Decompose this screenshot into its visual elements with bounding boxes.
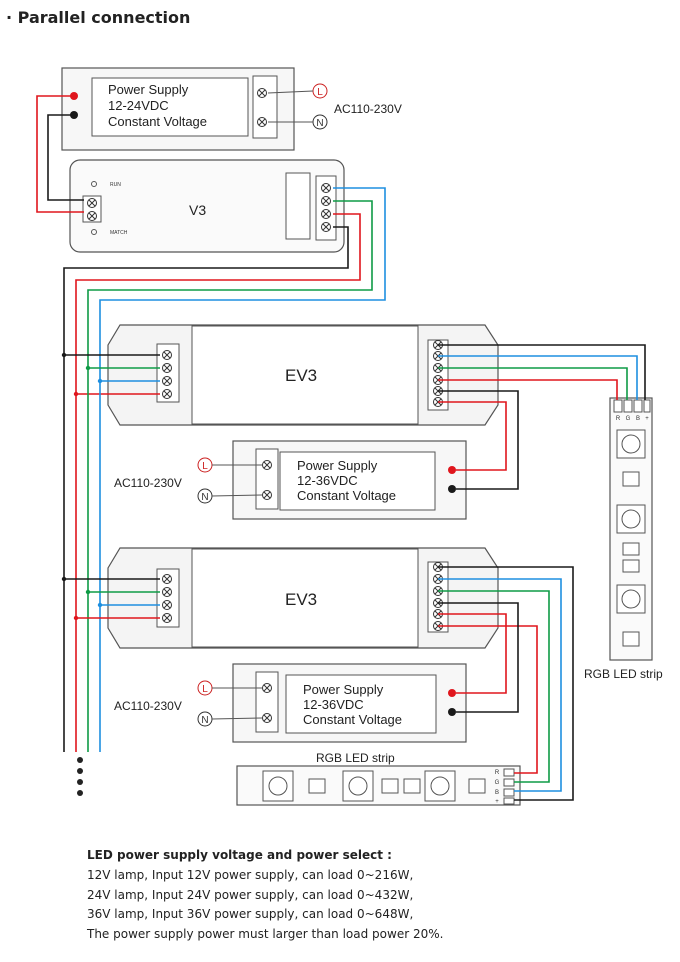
ev3-1-name: EV3 [285,366,317,385]
v3-name: V3 [189,202,206,218]
notes-line-3: 36V lamp, Input 36V power supply, can lo… [87,907,414,921]
ev3-receiver-2: EV3 [107,547,499,649]
psu-top-ac-label: AC110-230V [334,102,402,116]
power-supply-top: Power Supply 12-24VDC Constant Voltage A… [61,67,402,151]
psu-top-line-3: Constant Voltage [108,114,207,129]
strip-right-pin-plus: + [645,416,649,422]
strip-bottom-pin-r: R [495,770,500,776]
strip-bottom-pin-plus: + [495,799,499,805]
psu-low-l-label: L [202,684,208,695]
rgb-led-strip-right: R G B + RGB LED strip [584,397,663,681]
psu-mid-line-1: Power Supply [297,458,378,473]
strip-right-pin-g: G [626,416,631,422]
psu-mid-line-2: 12-36VDC [297,473,358,488]
ev3-2-name: EV3 [285,590,317,609]
strip-bottom-label: RGB LED strip [316,751,395,765]
psu-low-line-1: Power Supply [303,682,384,697]
power-supply-mid: Power Supply 12-36VDC Constant Voltage A… [114,440,467,520]
notes-line-4: The power supply power must larger than … [87,926,444,941]
v3-match-label: MATCH [110,230,128,236]
ev3-receiver-1: EV3 [107,324,499,426]
psu-top-l-label: L [317,87,323,98]
wiring-diagram: Power Supply 12-24VDC Constant Voltage A… [36,67,663,806]
rgb-led-strip-bottom: RGB LED strip R G B + [236,751,521,806]
notes-line-1: 12V lamp, Input 12V power supply, can lo… [87,868,414,882]
v3-controller: RUN MATCH V3 [69,159,345,253]
psu-top-n-label: N [316,118,323,129]
psu-mid-l-label: L [202,461,208,472]
psu-top-line-1: Power Supply [108,82,189,97]
psu-mid-line-3: Constant Voltage [297,488,396,503]
continuation-dots [77,757,83,796]
psu-low-line-3: Constant Voltage [303,712,402,727]
psu-mid-n-label: N [201,492,208,503]
v3-run-label: RUN [110,182,121,188]
notes-line-2: 24V lamp, Input 24V power supply, can lo… [87,887,414,902]
psu-mid-ac-label: AC110-230V [114,476,182,490]
psu-low-ac-label: AC110-230V [114,699,182,713]
page-title: · Parallel connection [6,8,191,27]
psu-low-line-2: 12-36VDC [303,697,364,712]
psu-top-line-2: 12-24VDC [108,98,169,113]
strip-right-pin-b: B [636,416,640,422]
strip-bottom-pin-g: G [495,780,500,786]
junction-dots [61,352,103,621]
power-supply-low: Power Supply 12-36VDC Constant Voltage A… [114,663,467,743]
strip-right-pin-r: R [616,416,621,422]
notes: LED power supply voltage and power selec… [87,848,443,944]
notes-heading: LED power supply voltage and power selec… [87,848,392,862]
strip-right-label: RGB LED strip [584,667,663,681]
strip-bottom-pin-b: B [495,790,499,796]
psu-low-n-label: N [201,715,208,726]
